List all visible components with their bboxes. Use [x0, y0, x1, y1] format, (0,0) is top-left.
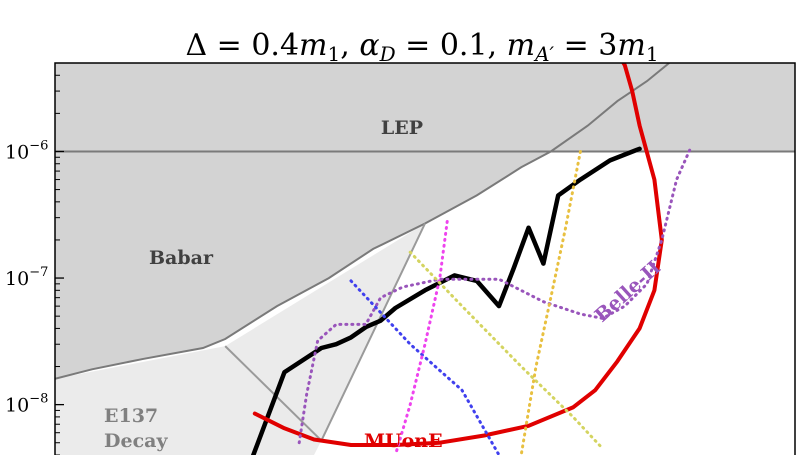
series-MUonE: [252, 63, 664, 447]
y-tick-label: 10−7: [5, 265, 48, 290]
babar-region: [55, 151, 551, 379]
series-layer: [250, 63, 693, 455]
label-e137: E137: [104, 405, 158, 427]
lep-region: [55, 63, 795, 152]
label-muone: MUonE: [364, 430, 443, 452]
series-other-3: [408, 250, 605, 450]
series-projection: [250, 146, 642, 455]
series-Belle-II: [297, 144, 693, 445]
label-decay: Decay: [104, 430, 168, 452]
axes: 10−6 10−7 10−8: [5, 62, 796, 455]
series-other-2: [393, 220, 449, 455]
e137-region: [55, 223, 425, 455]
series-other-4: [519, 150, 582, 455]
y-tick-label: 10−6: [5, 138, 48, 163]
label-babar: Babar: [149, 247, 214, 269]
label-lep: LEP: [381, 117, 423, 139]
chart-title: Δ = 0.4m1, αD = 0.1, mA′ = 3m1: [185, 28, 658, 66]
y-tick-label: 10−8: [5, 392, 48, 417]
exclusion-regions: [55, 63, 795, 455]
plot-frame: [54, 62, 796, 455]
babar-boundary: [55, 63, 670, 380]
series-other-1: [349, 279, 501, 455]
